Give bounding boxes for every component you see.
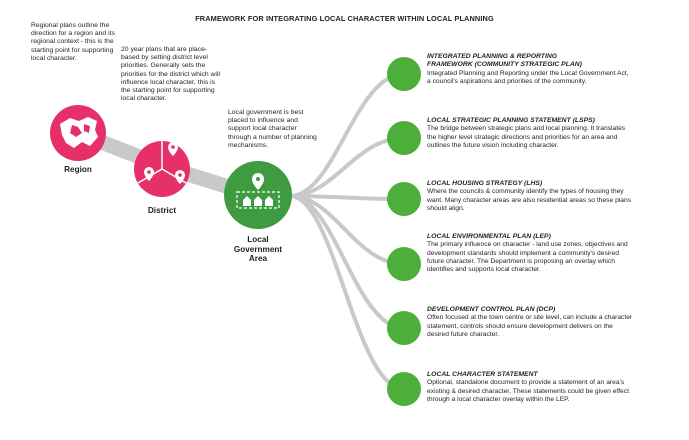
district-label: District <box>147 206 177 215</box>
fan-connectors <box>288 72 406 391</box>
district-note: 20 year plans that are place-based by se… <box>121 46 220 103</box>
houses-icon <box>236 173 280 209</box>
lga-note: Local government is best placed to influ… <box>228 109 317 149</box>
item-description: Integrated Planning and Reporting under … <box>427 69 629 86</box>
location-pins-icon <box>144 142 185 184</box>
item-heading: LOCAL HOUSING STRATEGY (LHS) <box>427 180 543 187</box>
connector-1 <box>288 72 406 198</box>
lga-label-line: Local <box>247 235 269 244</box>
lga-label-line: Area <box>248 254 268 264</box>
item-node-5 <box>387 311 421 345</box>
item-nodes <box>387 57 421 406</box>
item-heading: LOCAL STRATEGIC PLANNING STATEMENT (LSPS… <box>427 117 595 124</box>
region-label: Region <box>64 165 92 174</box>
district-node <box>134 141 190 197</box>
item-local-character-statement: LOCAL CHARACTER STATEMENT Optional, stan… <box>427 371 634 404</box>
region-node <box>50 105 106 161</box>
item-node-6 <box>387 372 421 406</box>
lga-label: Local Government Area <box>218 235 298 264</box>
item-heading: DEVELOPMENT CONTROL PLAN (DCP) <box>427 306 556 313</box>
item-heading: FRAMEWORK (COMMUNITY STRATEGIC PLAN) <box>427 61 582 69</box>
lga-label-line: Government <box>233 244 283 254</box>
item-description: Where the councils & community identify … <box>427 188 632 212</box>
item-description: Optional, standalone document to provide… <box>427 379 629 403</box>
item-heading: LOCAL ENVIRONMENTAL PLAN (LEP) <box>427 233 551 240</box>
item-lep: LOCAL ENVIRONMENTAL PLAN (LEP) The prima… <box>427 233 634 275</box>
item-node-2 <box>387 121 421 155</box>
item-heading: LOCAL CHARACTER STATEMENT <box>427 371 538 378</box>
item-node-1 <box>387 57 421 91</box>
item-heading: INTEGRATED PLANNING & REPORTING <box>427 53 558 60</box>
item-description: The primary influence on character - lan… <box>427 241 628 274</box>
item-integrated-planning: INTEGRATED PLANNING & REPORTING FRAMEWOR… <box>427 53 634 86</box>
connector-6 <box>288 194 406 391</box>
lga-node <box>224 161 292 229</box>
diagram-title: FRAMEWORK FOR INTEGRATING LOCAL CHARACTE… <box>195 14 494 23</box>
item-lhs: LOCAL HOUSING STRATEGY (LHS) Where the c… <box>427 180 634 213</box>
item-node-4 <box>387 247 421 281</box>
item-lsps: LOCAL STRATEGIC PLANNING STATEMENT (LSPS… <box>427 117 634 150</box>
region-note: Regional plans outline the direction for… <box>31 22 115 62</box>
item-description: Often focused at the town centre or site… <box>427 314 633 338</box>
map-icon <box>60 117 98 148</box>
item-node-3 <box>387 182 421 216</box>
item-description: The bridge between strategic plans and l… <box>427 125 626 149</box>
item-dcp: DEVELOPMENT CONTROL PLAN (DCP) Often foc… <box>427 306 634 339</box>
